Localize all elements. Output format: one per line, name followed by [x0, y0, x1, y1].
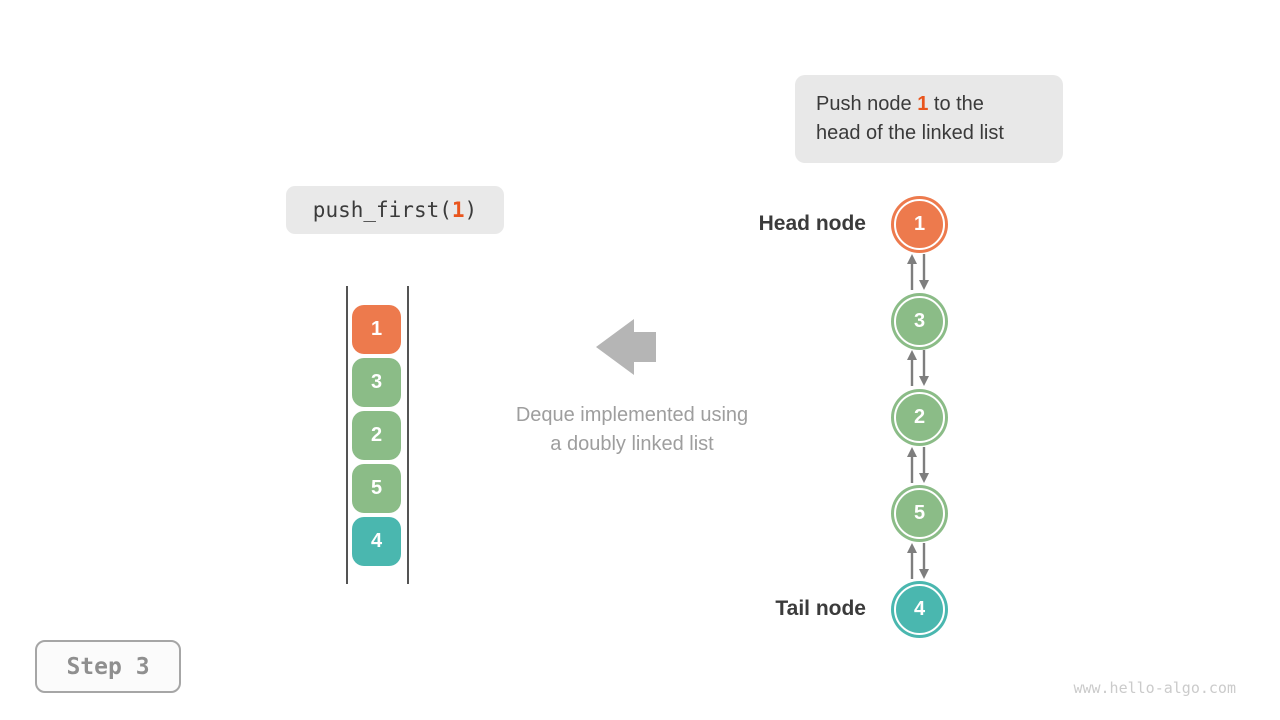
bidirectional-arrows-icon	[907, 543, 929, 579]
caption-line1: Deque implemented using	[515, 404, 749, 426]
bidirectional-arrows-icon	[907, 254, 929, 290]
caption-line2: a doubly linked list	[550, 433, 714, 455]
diagram-caption: Deque implemented using a doubly linked …	[477, 401, 787, 459]
list-node: 5	[894, 488, 945, 539]
bidirectional-arrows-icon	[907, 447, 929, 483]
code-call-chip: push_first(1)	[286, 186, 504, 234]
tail-node-label: Tail node	[775, 597, 866, 620]
step-badge: Step 3	[35, 640, 181, 693]
code-suffix: )	[464, 198, 478, 222]
list-node: 4	[894, 584, 945, 635]
list-node: 1	[894, 199, 945, 250]
deque-right-rail	[407, 286, 409, 584]
deque-left-rail	[346, 286, 348, 584]
callout-line1-suffix: to the	[928, 93, 984, 115]
list-node: 3	[894, 296, 945, 347]
deque-cell: 1	[352, 305, 401, 354]
code-prefix: push_first(	[312, 198, 452, 222]
list-node: 2	[894, 392, 945, 443]
instruction-text: Push node 1 to the head of the linked li…	[795, 75, 1063, 148]
head-node-label: Head node	[758, 212, 866, 235]
left-arrow-icon	[596, 319, 656, 375]
callout-line2: head of the linked list	[816, 122, 1004, 144]
deque-cell: 3	[352, 358, 401, 407]
watermark-url: www.hello-algo.com	[1073, 679, 1236, 697]
instruction-callout: Push node 1 to the head of the linked li…	[795, 75, 1063, 163]
callout-highlight-value: 1	[917, 93, 929, 115]
bidirectional-arrows-icon	[907, 350, 929, 386]
deque-cell: 2	[352, 411, 401, 460]
code-arg: 1	[451, 198, 465, 222]
deque-cell: 4	[352, 517, 401, 566]
deque-cell: 5	[352, 464, 401, 513]
callout-line1-prefix: Push node	[816, 93, 918, 115]
